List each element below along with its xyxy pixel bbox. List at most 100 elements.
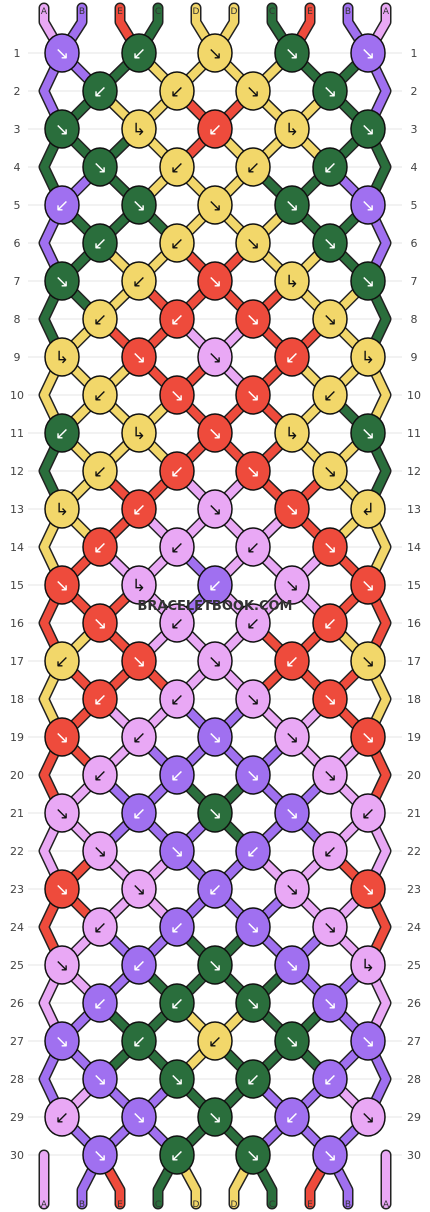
knot-body	[235, 831, 271, 871]
knot-arrow-icon: ↙	[93, 386, 107, 406]
knot-body	[121, 945, 157, 985]
knot-body	[82, 907, 118, 947]
knot: ↘	[197, 33, 233, 73]
knot: ↘	[274, 33, 310, 73]
knot-body	[159, 907, 195, 947]
knot: ↳	[274, 261, 310, 301]
knot: ↳	[274, 109, 310, 149]
knot-arrow-icon: ↳	[285, 272, 299, 292]
knot-body	[350, 793, 386, 833]
knot: ↙	[235, 1059, 271, 1099]
knot-body	[235, 679, 271, 719]
knot-body	[197, 33, 233, 73]
knot-arrow-icon: ↙	[132, 44, 146, 64]
strand-label-top: E	[117, 7, 123, 17]
knot-arrow-icon: ↙	[55, 652, 69, 672]
knot-arrow-icon: ↘	[361, 44, 375, 64]
knot-arrow-icon: ↘	[208, 500, 222, 520]
knot-body	[82, 223, 118, 263]
knot: ↘	[350, 717, 386, 757]
knot: ↘	[312, 527, 348, 567]
knot-body	[312, 451, 348, 491]
knot: ↘	[82, 147, 118, 187]
knot-body	[312, 755, 348, 795]
knot-body	[159, 223, 195, 263]
strand-label-top: E	[307, 7, 313, 17]
knot-arrow-icon: ↙	[55, 1108, 69, 1128]
knot: ↘	[197, 717, 233, 757]
knot-body	[235, 1135, 271, 1175]
knot-arrow-icon: ↙	[93, 234, 107, 254]
knot-arrow-icon: ↲	[361, 500, 375, 520]
knot: ↙	[44, 185, 80, 225]
knot-arrow-icon: ↘	[208, 652, 222, 672]
row-number-right: 4	[411, 161, 418, 174]
knot-body	[82, 147, 118, 187]
knot: ↙	[121, 261, 157, 301]
knot-body	[274, 717, 310, 757]
row-number-right: 22	[407, 845, 421, 858]
knot-body	[44, 641, 80, 681]
knot-body	[121, 641, 157, 681]
row-number-left: 1	[14, 47, 21, 60]
knot: ↘	[44, 109, 80, 149]
knot-body	[159, 71, 195, 111]
knot-arrow-icon: ↘	[55, 120, 69, 140]
knot: ↙	[197, 565, 233, 605]
strand-label-top: C	[155, 7, 161, 17]
knot-arrow-icon: ↘	[208, 1108, 222, 1128]
knot-arrow-icon: ↘	[132, 880, 146, 900]
knot-body	[44, 565, 80, 605]
knot-arrow-icon: ↙	[93, 82, 107, 102]
knot-arrow-icon: ↘	[246, 690, 260, 710]
knot: ↘	[197, 793, 233, 833]
knot-body	[121, 33, 157, 73]
knot-arrow-icon: ↙	[93, 462, 107, 482]
knot-body	[121, 489, 157, 529]
strand-label-top: B	[345, 7, 351, 17]
row-number-left: 12	[10, 465, 24, 478]
knot: ↘	[235, 1135, 271, 1175]
knot-body	[159, 755, 195, 795]
row-number-left: 15	[10, 579, 24, 592]
row-number-left: 9	[14, 351, 21, 364]
knot: ↘	[235, 71, 271, 111]
knot-arrow-icon: ↙	[285, 348, 299, 368]
knot: ↙	[159, 907, 195, 947]
knot: ↘	[274, 1021, 310, 1061]
knot-body	[159, 983, 195, 1023]
knot-body	[312, 299, 348, 339]
knot-body	[121, 109, 157, 149]
row-number-left: 3	[14, 123, 21, 136]
knot-arrow-icon: ↙	[55, 196, 69, 216]
knot-arrow-icon: ↘	[208, 196, 222, 216]
knot-body	[44, 261, 80, 301]
knot-arrow-icon: ↘	[323, 766, 337, 786]
row-number-right: 13	[407, 503, 421, 516]
knot: ↘	[350, 33, 386, 73]
knot-arrow-icon: ↙	[132, 956, 146, 976]
knot-arrow-icon: ↙	[323, 614, 337, 634]
knot-body	[197, 1097, 233, 1137]
knot: ↘	[274, 717, 310, 757]
knot: ↘	[350, 1021, 386, 1061]
knot-arrow-icon: ↘	[93, 842, 107, 862]
knot-body	[312, 907, 348, 947]
knot-body	[350, 641, 386, 681]
knot-body	[121, 869, 157, 909]
knot-arrow-icon: ↙	[246, 842, 260, 862]
knot-body	[159, 147, 195, 187]
knot-body	[159, 1059, 195, 1099]
row-number-right: 17	[407, 655, 421, 668]
row-number-right: 15	[407, 579, 421, 592]
knot: ↘	[197, 261, 233, 301]
strand-label-top: B	[79, 7, 85, 17]
row-number-left: 16	[10, 617, 24, 630]
knot-arrow-icon: ↙	[132, 1032, 146, 1052]
knot-arrow-icon: ↙	[170, 538, 184, 558]
knot-body	[121, 793, 157, 833]
strand-label-top: D	[231, 7, 238, 17]
row-number-right: 9	[411, 351, 418, 364]
